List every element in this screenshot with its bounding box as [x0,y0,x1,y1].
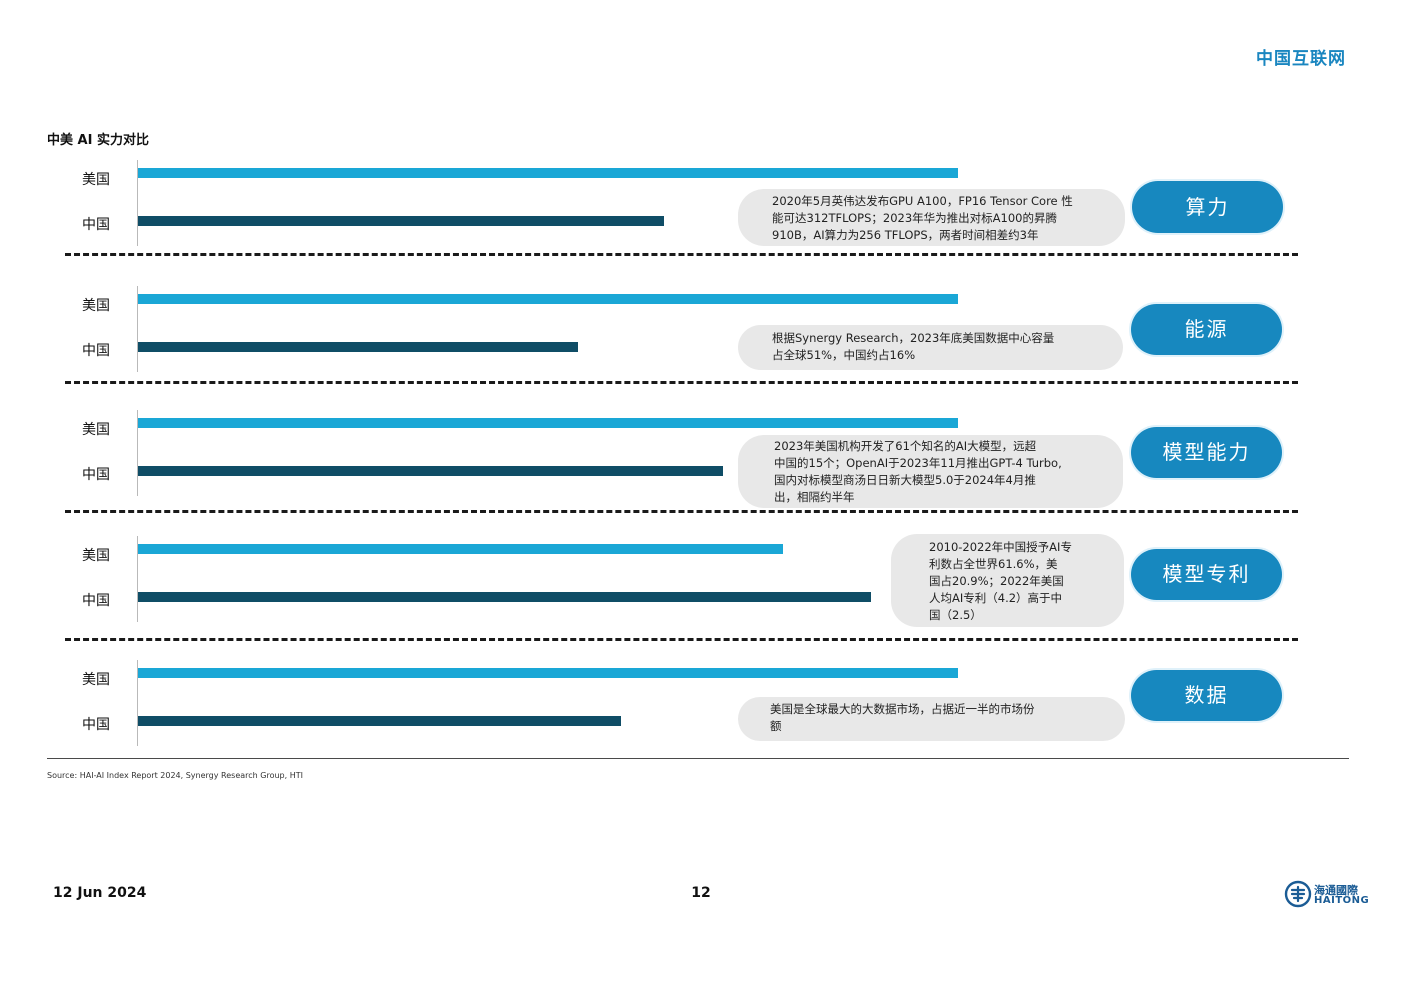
annotation-bubble: 2020年5月英伟达发布GPU A100，FP16 Tensor Core 性能… [738,189,1125,246]
panel-axis [137,160,138,246]
annotation-line: 美国是全球最大的大数据市场，占据近一半的市场份 [770,702,1035,716]
annotation-line: 2010-2022年中国授予AI专 [929,540,1072,554]
annotation-line: 出，相隔约半年 [774,490,855,504]
bar-us [138,668,958,678]
dimension-tag: 模型能力 [1131,427,1282,478]
source-note: Source: HAI-AI Index Report 2024, Synerg… [47,771,303,780]
section-divider [65,638,1298,641]
page-number: 12 [691,885,711,901]
chart-bottom-rule [47,758,1349,759]
annotation-line: 2023年美国机构开发了61个知名的AI大模型，远超 [774,439,1037,453]
panel-axis [137,286,138,372]
dimension-tag: 模型专利 [1131,549,1282,600]
section-divider [65,253,1298,256]
category-label-cn: 中国 [82,717,110,733]
category-label-us: 美国 [82,672,110,688]
annotation-line: 额 [770,719,782,733]
annotation-bubble: 根据Synergy Research，2023年底美国数据中心容量占全球51%，… [738,325,1123,370]
annotation-line: 人均AI专利（4.2）高于中 [929,591,1063,605]
annotation-line: 2020年5月英伟达发布GPU A100，FP16 Tensor Core 性 [772,194,1073,208]
panel-axis [137,660,138,746]
logo-english-name: HAITONG [1314,895,1370,906]
bar-cn [138,342,578,352]
dimension-tag: 能源 [1131,304,1282,355]
category-label-us: 美国 [82,298,110,314]
dimension-tag: 数据 [1131,670,1282,721]
category-label-us: 美国 [82,422,110,438]
category-label-cn: 中国 [82,343,110,359]
dimension-tag: 算力 [1132,181,1283,233]
annotation-bubble: 美国是全球最大的大数据市场，占据近一半的市场份额 [738,697,1125,741]
annotation-line: 中国的15个；OpenAI于2023年11月推出GPT-4 Turbo, [774,456,1062,470]
category-label-cn: 中国 [82,593,110,609]
annotation-bubble: 2023年美国机构开发了61个知名的AI大模型，远超中国的15个；OpenAI于… [738,435,1123,508]
header-title: 中国互联网 [1256,49,1346,69]
bar-cn [138,466,723,476]
chart-title: 中美 AI 实力对比 [47,133,149,148]
annotation-line: 910B，AI算力为256 TFLOPS，两者时间相差约3年 [772,228,1039,242]
bar-cn [138,216,664,226]
bar-us [138,294,958,304]
logo-chinese-name: 海通國際 [1314,884,1358,897]
category-label-us: 美国 [82,548,110,564]
bar-us [138,418,958,428]
haitong-logo-icon [1284,880,1312,908]
bar-cn [138,592,871,602]
section-divider [65,510,1298,513]
annotation-line: 国内对标模型商汤日日新大模型5.0于2024年4月推 [774,473,1036,487]
bar-cn [138,716,621,726]
annotation-line: 根据Synergy Research，2023年底美国数据中心容量 [772,331,1055,345]
category-label-cn: 中国 [82,467,110,483]
annotation-line: 国占20.9%；2022年美国 [929,574,1064,588]
annotation-line: 能可达312TFLOPS；2023年华为推出对标A100的昇腾 [772,211,1057,225]
panel-axis [137,410,138,496]
bar-us [138,168,958,178]
section-divider [65,381,1298,384]
annotation-bubble: 2010-2022年中国授予AI专利数占全世界61.6%，美国占20.9%；20… [891,534,1124,627]
panel-axis [137,536,138,622]
bar-us [138,544,783,554]
category-label-cn: 中国 [82,217,110,233]
footer-date: 12 Jun 2024 [53,885,147,901]
annotation-line: 占全球51%，中国约占16% [772,348,916,362]
category-label-us: 美国 [82,172,110,188]
annotation-line: 国（2.5） [929,608,982,622]
annotation-line: 利数占全世界61.6%，美 [929,557,1058,571]
